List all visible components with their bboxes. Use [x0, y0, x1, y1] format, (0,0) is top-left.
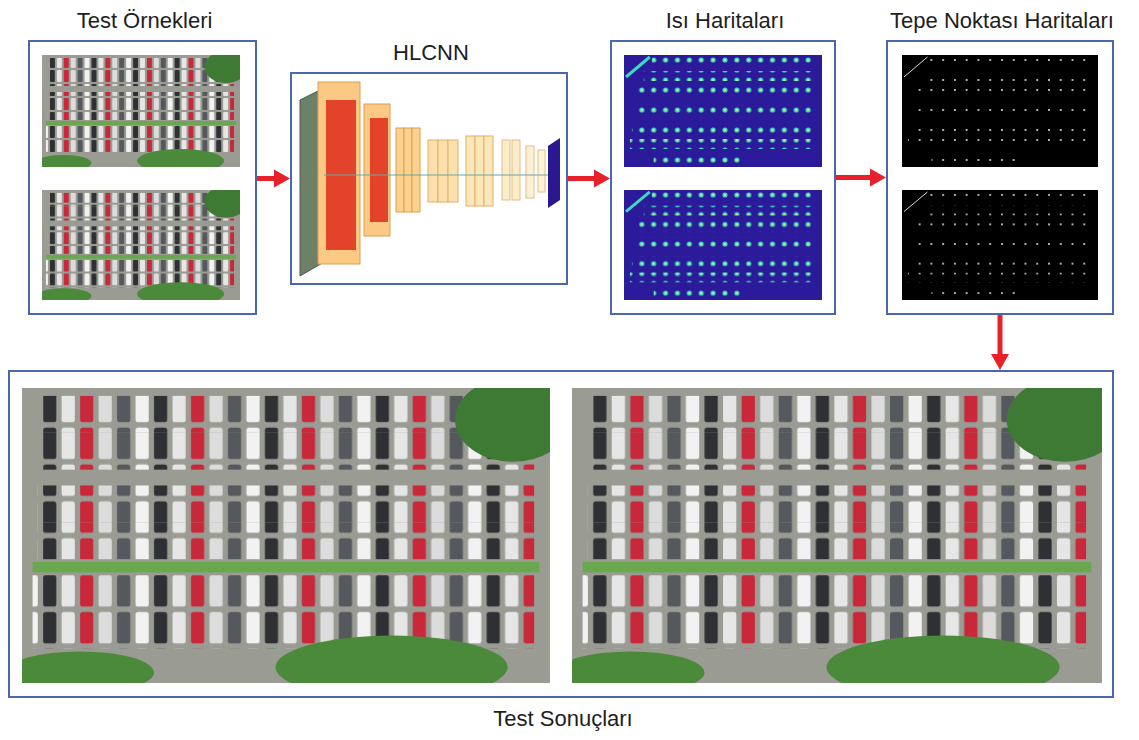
arrow-line	[998, 315, 1003, 356]
network-illustration	[300, 82, 560, 276]
arrow-line	[836, 175, 872, 180]
arrow-line	[568, 176, 596, 181]
process-box: Isı Haritaları	[610, 40, 836, 315]
flow-arrow	[991, 315, 1009, 370]
arrow-head	[870, 169, 886, 187]
peak-map	[902, 190, 1098, 300]
parking-image	[36, 186, 248, 306]
result-image	[6, 377, 571, 698]
box-heading: Tepe Noktası Haritaları	[890, 8, 1114, 34]
box-heading: Test Örnekleri	[77, 8, 213, 34]
process-box: Test Örnekleri	[28, 40, 257, 315]
box-heading: HLCNN	[393, 40, 469, 66]
process-box: Tepe Noktası Haritaları	[886, 40, 1114, 315]
heat-map	[624, 190, 822, 300]
arrow-line	[257, 176, 276, 181]
process-box: Test Sonuçları	[8, 370, 1114, 698]
flow-arrow	[836, 169, 886, 187]
arrow-head	[274, 170, 290, 188]
flow-arrow	[568, 170, 610, 188]
box-heading: Test Sonuçları	[493, 706, 632, 732]
peak-map	[902, 55, 1098, 167]
flow-arrow	[257, 170, 290, 188]
process-box: HLCNN	[290, 72, 568, 285]
parking-image	[36, 51, 248, 173]
arrow-head	[594, 170, 610, 188]
result-image	[556, 377, 1123, 698]
arrow-head	[991, 354, 1009, 370]
heat-map	[624, 55, 822, 167]
box-heading: Isı Haritaları	[666, 8, 785, 34]
